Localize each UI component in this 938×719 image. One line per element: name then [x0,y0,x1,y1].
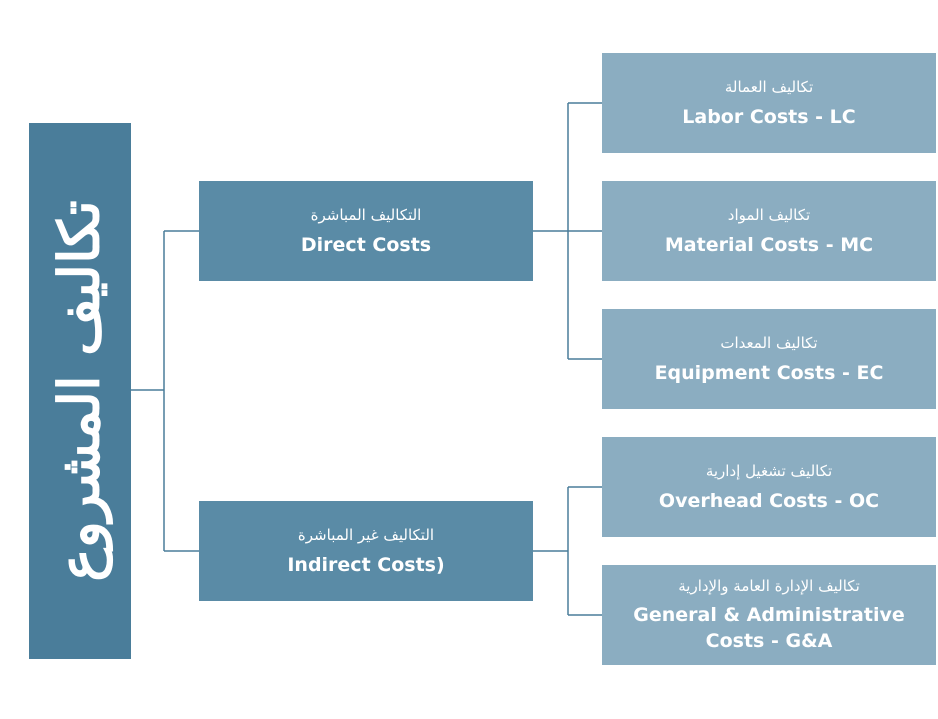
overhead-costs-arabic: تكاليف تشغيل إدارية [705,462,833,480]
ga-costs-english-line1: General & Administrative [633,604,905,626]
labor-costs-english: Labor Costs - LC [682,106,856,128]
overhead-costs-node: تكاليف تشغيل إدارية Overhead Costs - OC [602,437,936,537]
material-costs-arabic: تكاليف المواد [727,206,811,224]
labor-costs-arabic: تكاليف العمالة [724,78,814,96]
ga-costs-node: تكاليف الإدارة العامة والإدارية General … [602,565,936,665]
root-node-project-costs: تكاليف المشروع [29,123,131,659]
labor-costs-node: تكاليف العمالة Labor Costs - LC [602,53,936,153]
equipment-costs-arabic: تكاليف المعدات [720,334,818,352]
indirect-costs-english: Indirect Costs) [287,554,445,576]
equipment-costs-node: تكاليف المعدات Equipment Costs - EC [602,309,936,409]
direct-costs-node: التكاليف المباشرة Direct Costs [199,181,533,281]
equipment-costs-english: Equipment Costs - EC [654,362,884,384]
ga-costs-arabic: تكاليف الإدارة العامة والإدارية [678,577,860,595]
ga-costs-english-line2: Costs - G&A [705,630,833,652]
direct-costs-arabic: التكاليف المباشرة [310,206,422,224]
indirect-costs-arabic: التكاليف غير المباشرة [297,526,435,544]
material-costs-english: Material Costs - MC [664,234,874,256]
material-costs-node: تكاليف المواد Material Costs - MC [602,181,936,281]
indirect-costs-node: التكاليف غير المباشرة Indirect Costs) [199,501,533,601]
overhead-costs-english: Overhead Costs - OC [658,490,880,512]
root-title: تكاليف المشروع [47,200,113,582]
direct-costs-english: Direct Costs [300,234,432,256]
